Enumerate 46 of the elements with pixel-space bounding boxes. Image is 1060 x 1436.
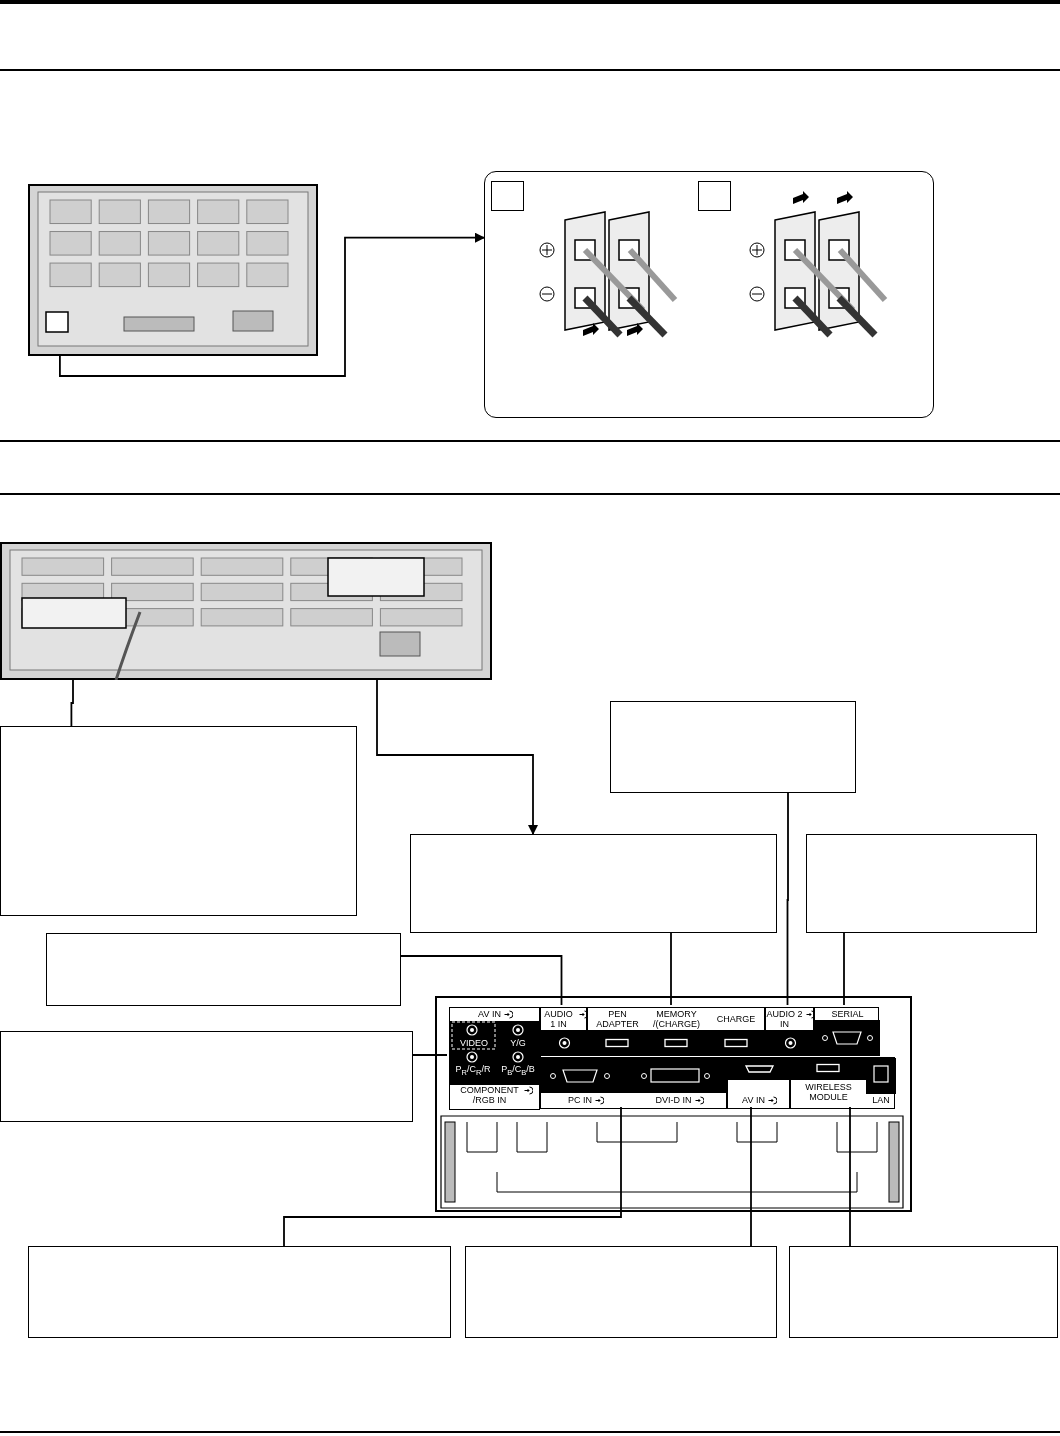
port-label: AV IN <box>478 1010 501 1020</box>
port-label: PC IN <box>568 1096 592 1106</box>
terminal-panel <box>435 996 912 1212</box>
callout-box <box>789 1246 1058 1338</box>
port-label: AUDIO 1 IN <box>543 1010 574 1029</box>
leader-line <box>70 679 74 727</box>
terminal-section <box>540 1057 727 1109</box>
leader-line <box>750 1106 752 1247</box>
arrow <box>376 679 538 835</box>
port-label: COMPONENT /RGB IN <box>459 1086 520 1105</box>
callout-box <box>484 171 934 418</box>
port-label: DVI-D IN <box>655 1096 692 1106</box>
terminal-section <box>814 1007 879 1055</box>
port-label: LAN <box>872 1096 890 1106</box>
leader-line <box>283 1106 622 1247</box>
port-label: AUDIO 2 IN <box>766 1010 803 1029</box>
callout-box <box>410 834 777 933</box>
port-label: PEN ADAPTER <box>595 1010 640 1029</box>
leader-line <box>670 932 672 1006</box>
port-label: MEMORY /(CHARGE) <box>652 1010 701 1029</box>
callout-box <box>465 1246 777 1338</box>
callout-box <box>0 726 357 916</box>
leader-line <box>400 955 563 1006</box>
callout-box <box>806 834 1037 933</box>
callout-box <box>491 181 524 211</box>
port-label: P$_{R}$/C$_{R}$/R <box>455 1065 491 1078</box>
leader-line <box>849 1106 851 1247</box>
port-label: SERIAL <box>831 1010 864 1020</box>
callout-box <box>46 933 401 1006</box>
terminal-section <box>727 1057 790 1109</box>
port-label: Y/G <box>510 1039 526 1049</box>
port-label: AV IN <box>742 1096 765 1106</box>
callout-box <box>28 1246 451 1338</box>
callout-box <box>698 181 731 211</box>
terminal-section <box>790 1057 895 1109</box>
port-label: WIRELESS MODULE <box>804 1083 853 1102</box>
leader-line <box>786 792 789 1006</box>
port-label: VIDEO <box>460 1039 488 1049</box>
port-label: P$_{B}$/C$_{B}$/B <box>501 1065 535 1078</box>
terminal-section <box>449 1007 540 1110</box>
leader-line <box>412 1054 448 1056</box>
port-label: CHARGE <box>716 1015 756 1025</box>
arrow <box>59 232 485 377</box>
callout-box <box>610 701 856 793</box>
leader-line <box>843 932 845 1006</box>
callout-box <box>0 1031 413 1122</box>
